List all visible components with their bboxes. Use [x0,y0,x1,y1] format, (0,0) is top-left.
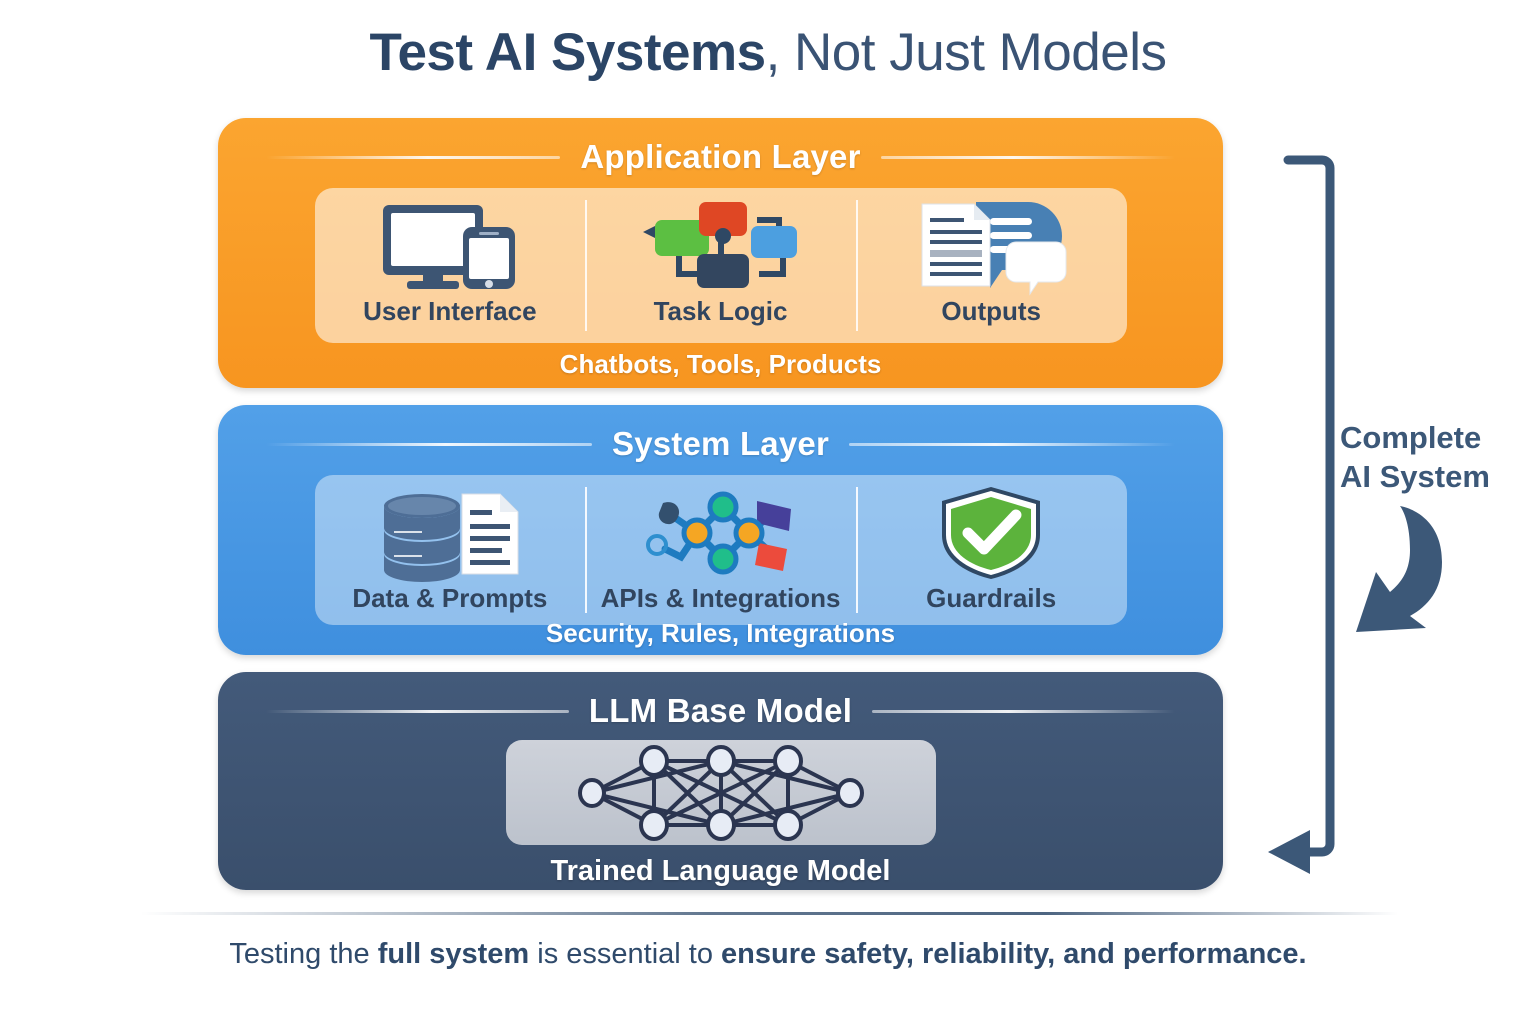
annotation-text: Complete AI System [1340,418,1530,496]
application-layer-title: Application Layer [580,138,861,175]
network-nodes-icon [641,485,801,581]
heading-rule-left-icon [266,709,569,713]
heading-rule-left-icon [266,442,592,446]
document-chat-icon [916,198,1067,296]
system-layer-caption: Security, Rules, Integrations [545,618,896,648]
cell-task-logic[interactable]: Task Logic [585,188,856,343]
footer-part-1: Testing the [229,938,378,970]
system-layer-title: System Layer [611,425,830,462]
footer-bold-2: ensure safety, reliability, and performa… [721,938,1307,970]
heading-rule-right-icon [872,709,1176,713]
cell-label-guardrails: Guardrails [926,583,1057,613]
database-document-icon [376,485,524,582]
footer-part-2: is essential to [529,938,722,970]
annotation-line-1: Complete [1340,420,1482,455]
shield-check-icon [936,485,1046,581]
footer-note: Testing the full system is essential to … [0,938,1536,971]
devices-icon [375,198,525,294]
neural-network-icon [576,744,866,841]
footer-divider [140,912,1398,915]
model-layer-panel [505,740,936,845]
page-title-strong: Test AI Systems [369,23,767,82]
page-title-rest: , Not Just Models [765,23,1167,82]
system-layer-panel: Data & Prompts [314,475,1127,625]
model-layer-title: LLM Base Model [588,692,853,729]
system-layer-heading: System Layer [218,417,1223,471]
cell-outputs[interactable]: Outputs [855,188,1127,343]
complete-ai-system-annotation: Complete AI System [1262,148,1536,878]
curved-arrow-down-icon [1356,506,1442,632]
model-layer-card[interactable]: LLM Base Model [218,672,1223,890]
model-layer-caption: Trained Language Model [550,855,891,887]
cell-data-prompts[interactable]: Data & Prompts [315,475,586,625]
cell-user-interface[interactable]: User Interface [315,188,586,343]
annotation-line-2: AI System [1340,459,1490,494]
bracket-arrow-icon [1268,155,1335,874]
cell-apis-integrations[interactable]: APIs & Integrations [585,475,856,625]
heading-rule-right-icon [880,155,1176,159]
cell-guardrails[interactable]: Guardrails [855,475,1127,625]
page-title: Test AI Systems, Not Just Models [0,20,1536,86]
layer-stack: Application Layer User [218,118,1223,890]
heading-rule-right-icon [849,442,1175,446]
system-layer-card[interactable]: System Layer [218,405,1223,655]
application-layer-caption: Chatbots, Tools, Products [559,349,882,379]
cell-label-apis-integrations: APIs & Integrations [600,583,841,613]
cell-label-task-logic: Task Logic [653,296,788,326]
cell-label-outputs: Outputs [941,296,1041,326]
application-layer-heading: Application Layer [218,130,1223,184]
cell-label-data-prompts: Data & Prompts [352,583,548,613]
model-layer-heading: LLM Base Model [218,684,1223,738]
cell-label-user-interface: User Interface [363,296,537,326]
heading-rule-left-icon [266,155,561,159]
footer-bold-1: full system [377,938,530,970]
application-layer-card[interactable]: Application Layer User [218,118,1223,388]
application-layer-panel: User Interface [314,188,1127,343]
flowchart-icon [641,198,801,294]
